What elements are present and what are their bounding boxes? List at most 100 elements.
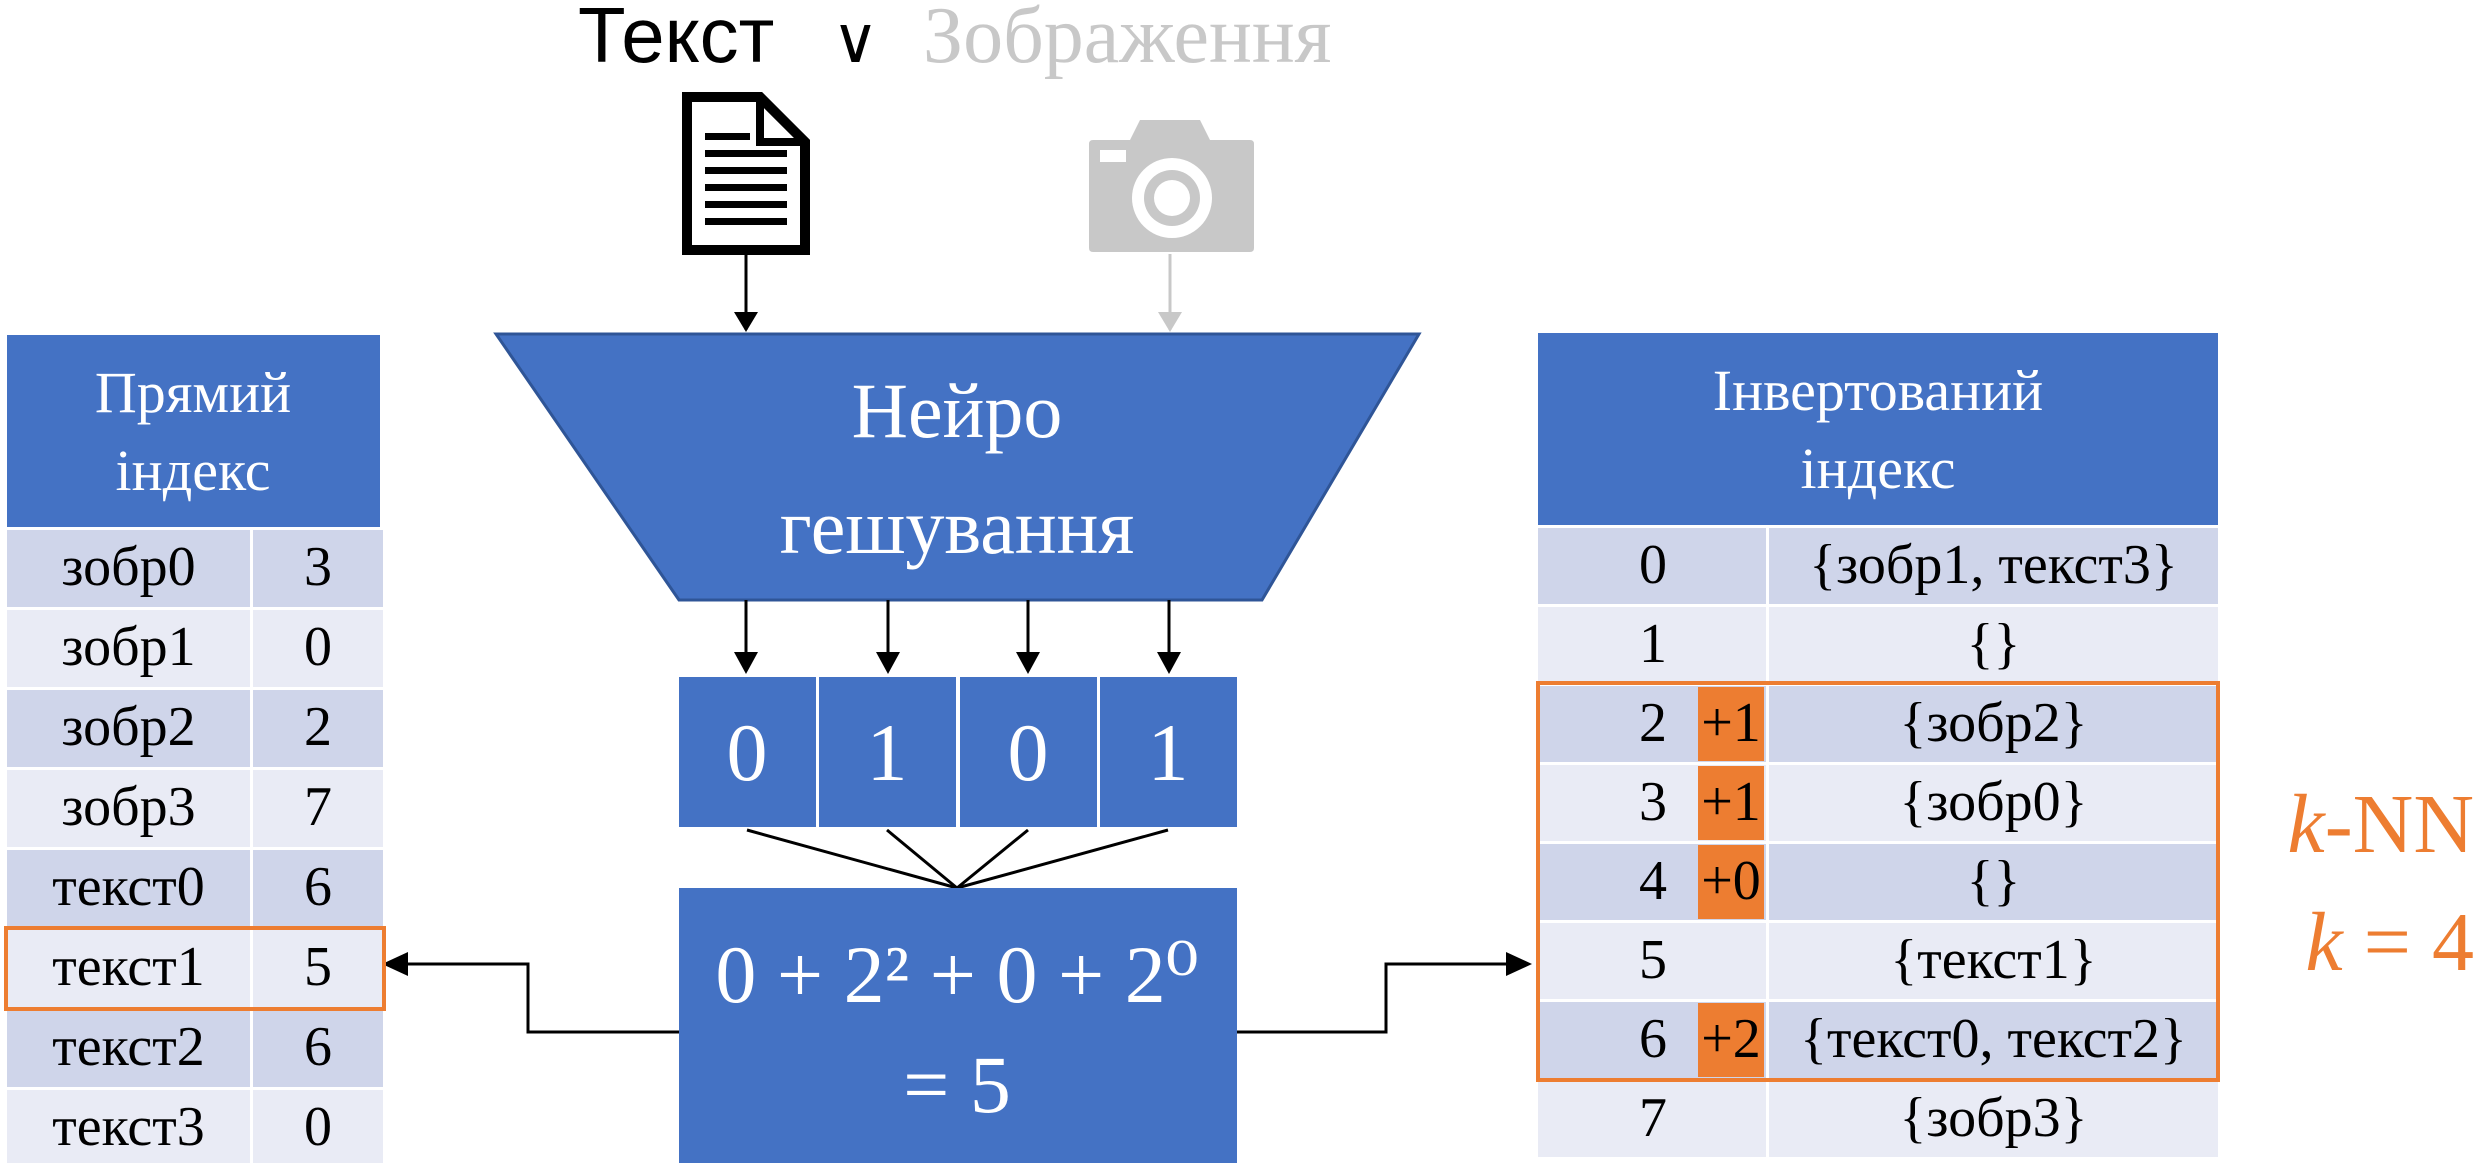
forward-row-code-cell — [253, 930, 383, 1007]
forward-index-table: Прямий індекс зобр0 3 зобр1 0 зобр2 2 зобр3 7 те… — [4, 335, 386, 1167]
forward-row-code-cell — [253, 1010, 383, 1087]
inverted-row-items: {} — [1967, 850, 2021, 912]
inverted-row-items: {зобр1, текст3} — [1809, 534, 2178, 596]
inverted-row-code-cell — [1538, 1081, 1766, 1157]
inverted-row-items: {зобр2} — [1899, 692, 2087, 754]
forward-row-item-cell — [7, 770, 250, 847]
decimal-to-inverted-arrow — [1237, 952, 1532, 1034]
inverted-row-items-cell — [1769, 528, 2218, 604]
inverted-row-items-cell — [1769, 686, 2218, 762]
inverted-row-code: 3 — [1639, 771, 1667, 833]
document-icon — [682, 92, 810, 255]
inverted-row-items-cell — [1769, 765, 2218, 841]
forward-row-code-cell — [253, 530, 383, 607]
inverted-row-code: 6 — [1639, 1008, 1667, 1070]
or-symbol: ∨ — [832, 4, 879, 76]
inverted-index-title-line2: індекс — [1801, 436, 1956, 501]
inverted-row-items-cell — [1769, 607, 2218, 683]
forward-row-item: зобр2 — [61, 696, 195, 758]
modality-header: Текст ∨ Зображення — [578, 0, 1331, 80]
forward-row-item: зобр1 — [61, 616, 195, 678]
forward-row-code-cell — [253, 690, 383, 767]
forward-row-code: 3 — [304, 536, 332, 598]
inverted-row-added: +1 — [1701, 692, 1761, 754]
forward-row-code: 6 — [304, 856, 332, 918]
decimal-conversion-block: 0 + 2² + 0 + 2⁰ = 5 — [679, 888, 1237, 1163]
bit-value: 1 — [1148, 707, 1189, 798]
image-modality-label: Зображення — [923, 0, 1331, 80]
decimal-result: = 5 — [903, 1039, 1011, 1130]
knn-k-letter: k — [2305, 896, 2344, 989]
forward-row-item-cell — [7, 610, 250, 687]
forward-row-item-cell — [7, 1010, 250, 1087]
forward-index-header — [7, 335, 380, 527]
inverted-row-added-cell — [1698, 766, 1764, 840]
inverted-row-items: {текст1} — [1890, 929, 2096, 991]
forward-row-item: текст0 — [52, 856, 204, 918]
hasher-line2: гешування — [780, 483, 1134, 570]
bit-value: 0 — [1008, 707, 1049, 798]
knn-highlight-frame — [1536, 681, 2220, 1082]
decimal-sum: 0 + 2² + 0 + 2⁰ — [715, 929, 1198, 1020]
bit-cell — [819, 677, 956, 827]
forward-index-title-line2: індекс — [116, 438, 271, 503]
forward-row-code: 0 — [304, 616, 332, 678]
forward-row-code: 6 — [304, 1016, 332, 1078]
forward-index-title-line1: Прямий — [95, 360, 291, 425]
inverted-row-items-cell — [1769, 1081, 2218, 1157]
forward-row-item-cell — [7, 1090, 250, 1167]
bit-cell — [1100, 677, 1237, 827]
inverted-row-code: 7 — [1639, 1087, 1667, 1149]
inverted-row-items: {зобр0} — [1899, 771, 2087, 833]
hash-code-bits: 0 1 0 1 — [679, 677, 1237, 827]
forward-row-item: текст1 — [52, 936, 204, 998]
inverted-row-code: 5 — [1639, 929, 1667, 991]
inverted-row-code-cell — [1538, 528, 1766, 604]
inverted-row-added-cell — [1698, 845, 1764, 919]
knn-label: k-NN k = 4 — [2287, 778, 2474, 989]
neural-hashing-block: Нейро гешування — [493, 332, 1422, 602]
knn-title: k-NN — [2287, 778, 2474, 871]
inverted-row-items-cell — [1769, 1002, 2218, 1078]
knn-k-value: k = 4 — [2305, 896, 2474, 989]
forward-row-item: текст2 — [52, 1016, 204, 1078]
inverted-row-added: +2 — [1701, 1008, 1761, 1070]
forward-row-item: зобр3 — [61, 776, 195, 838]
text-modality-label: Текст — [578, 0, 774, 79]
inverted-row-added: +1 — [1701, 771, 1761, 833]
forward-row-code-cell — [253, 1090, 383, 1167]
knn-suffix: -NN — [2325, 778, 2474, 871]
inverted-row-items: {} — [1967, 613, 2021, 675]
inverted-row-code-cell — [1538, 923, 1766, 999]
forward-row-highlight — [4, 926, 386, 1011]
bit-value: 1 — [867, 707, 908, 798]
inverted-row-items-cell — [1769, 844, 2218, 920]
forward-row-item: зобр0 — [61, 536, 195, 598]
inverted-index-header — [1538, 333, 2218, 525]
bits-to-decimal-lines — [746, 828, 1169, 890]
decimal-to-forward-arrow — [382, 952, 679, 1034]
inverted-index-table: Інвертований індекс 0 {зобр1, текст3} 1 {} 2… — [1536, 333, 2220, 1157]
inverted-row-added-cell — [1698, 1003, 1764, 1077]
bit-cell — [960, 677, 1097, 827]
forward-row-item-cell — [7, 930, 250, 1007]
forward-row-code-cell — [253, 850, 383, 927]
forward-row-code-cell — [253, 610, 383, 687]
forward-row-code: 7 — [304, 776, 332, 838]
inverted-row-code: 2 — [1639, 692, 1667, 754]
inverted-row-items: {зобр3} — [1899, 1087, 2087, 1149]
forward-row-item-cell — [7, 690, 250, 767]
knn-eq: = 4 — [2343, 896, 2474, 989]
inverted-row-code-cell — [1538, 607, 1766, 683]
inverted-row-items: {текст0, текст2} — [1800, 1008, 2187, 1070]
inverted-row-added-cell — [1698, 687, 1764, 761]
forward-row-item-cell — [7, 850, 250, 927]
inverted-row-code: 0 — [1639, 534, 1667, 596]
inverted-index-title-line1: Інвертований — [1713, 358, 2043, 423]
hasher-to-bits-arrows — [734, 600, 1181, 674]
inverted-row-code: 1 — [1639, 613, 1667, 675]
forward-row-code: 2 — [304, 696, 332, 758]
forward-row-code: 0 — [304, 1096, 332, 1158]
